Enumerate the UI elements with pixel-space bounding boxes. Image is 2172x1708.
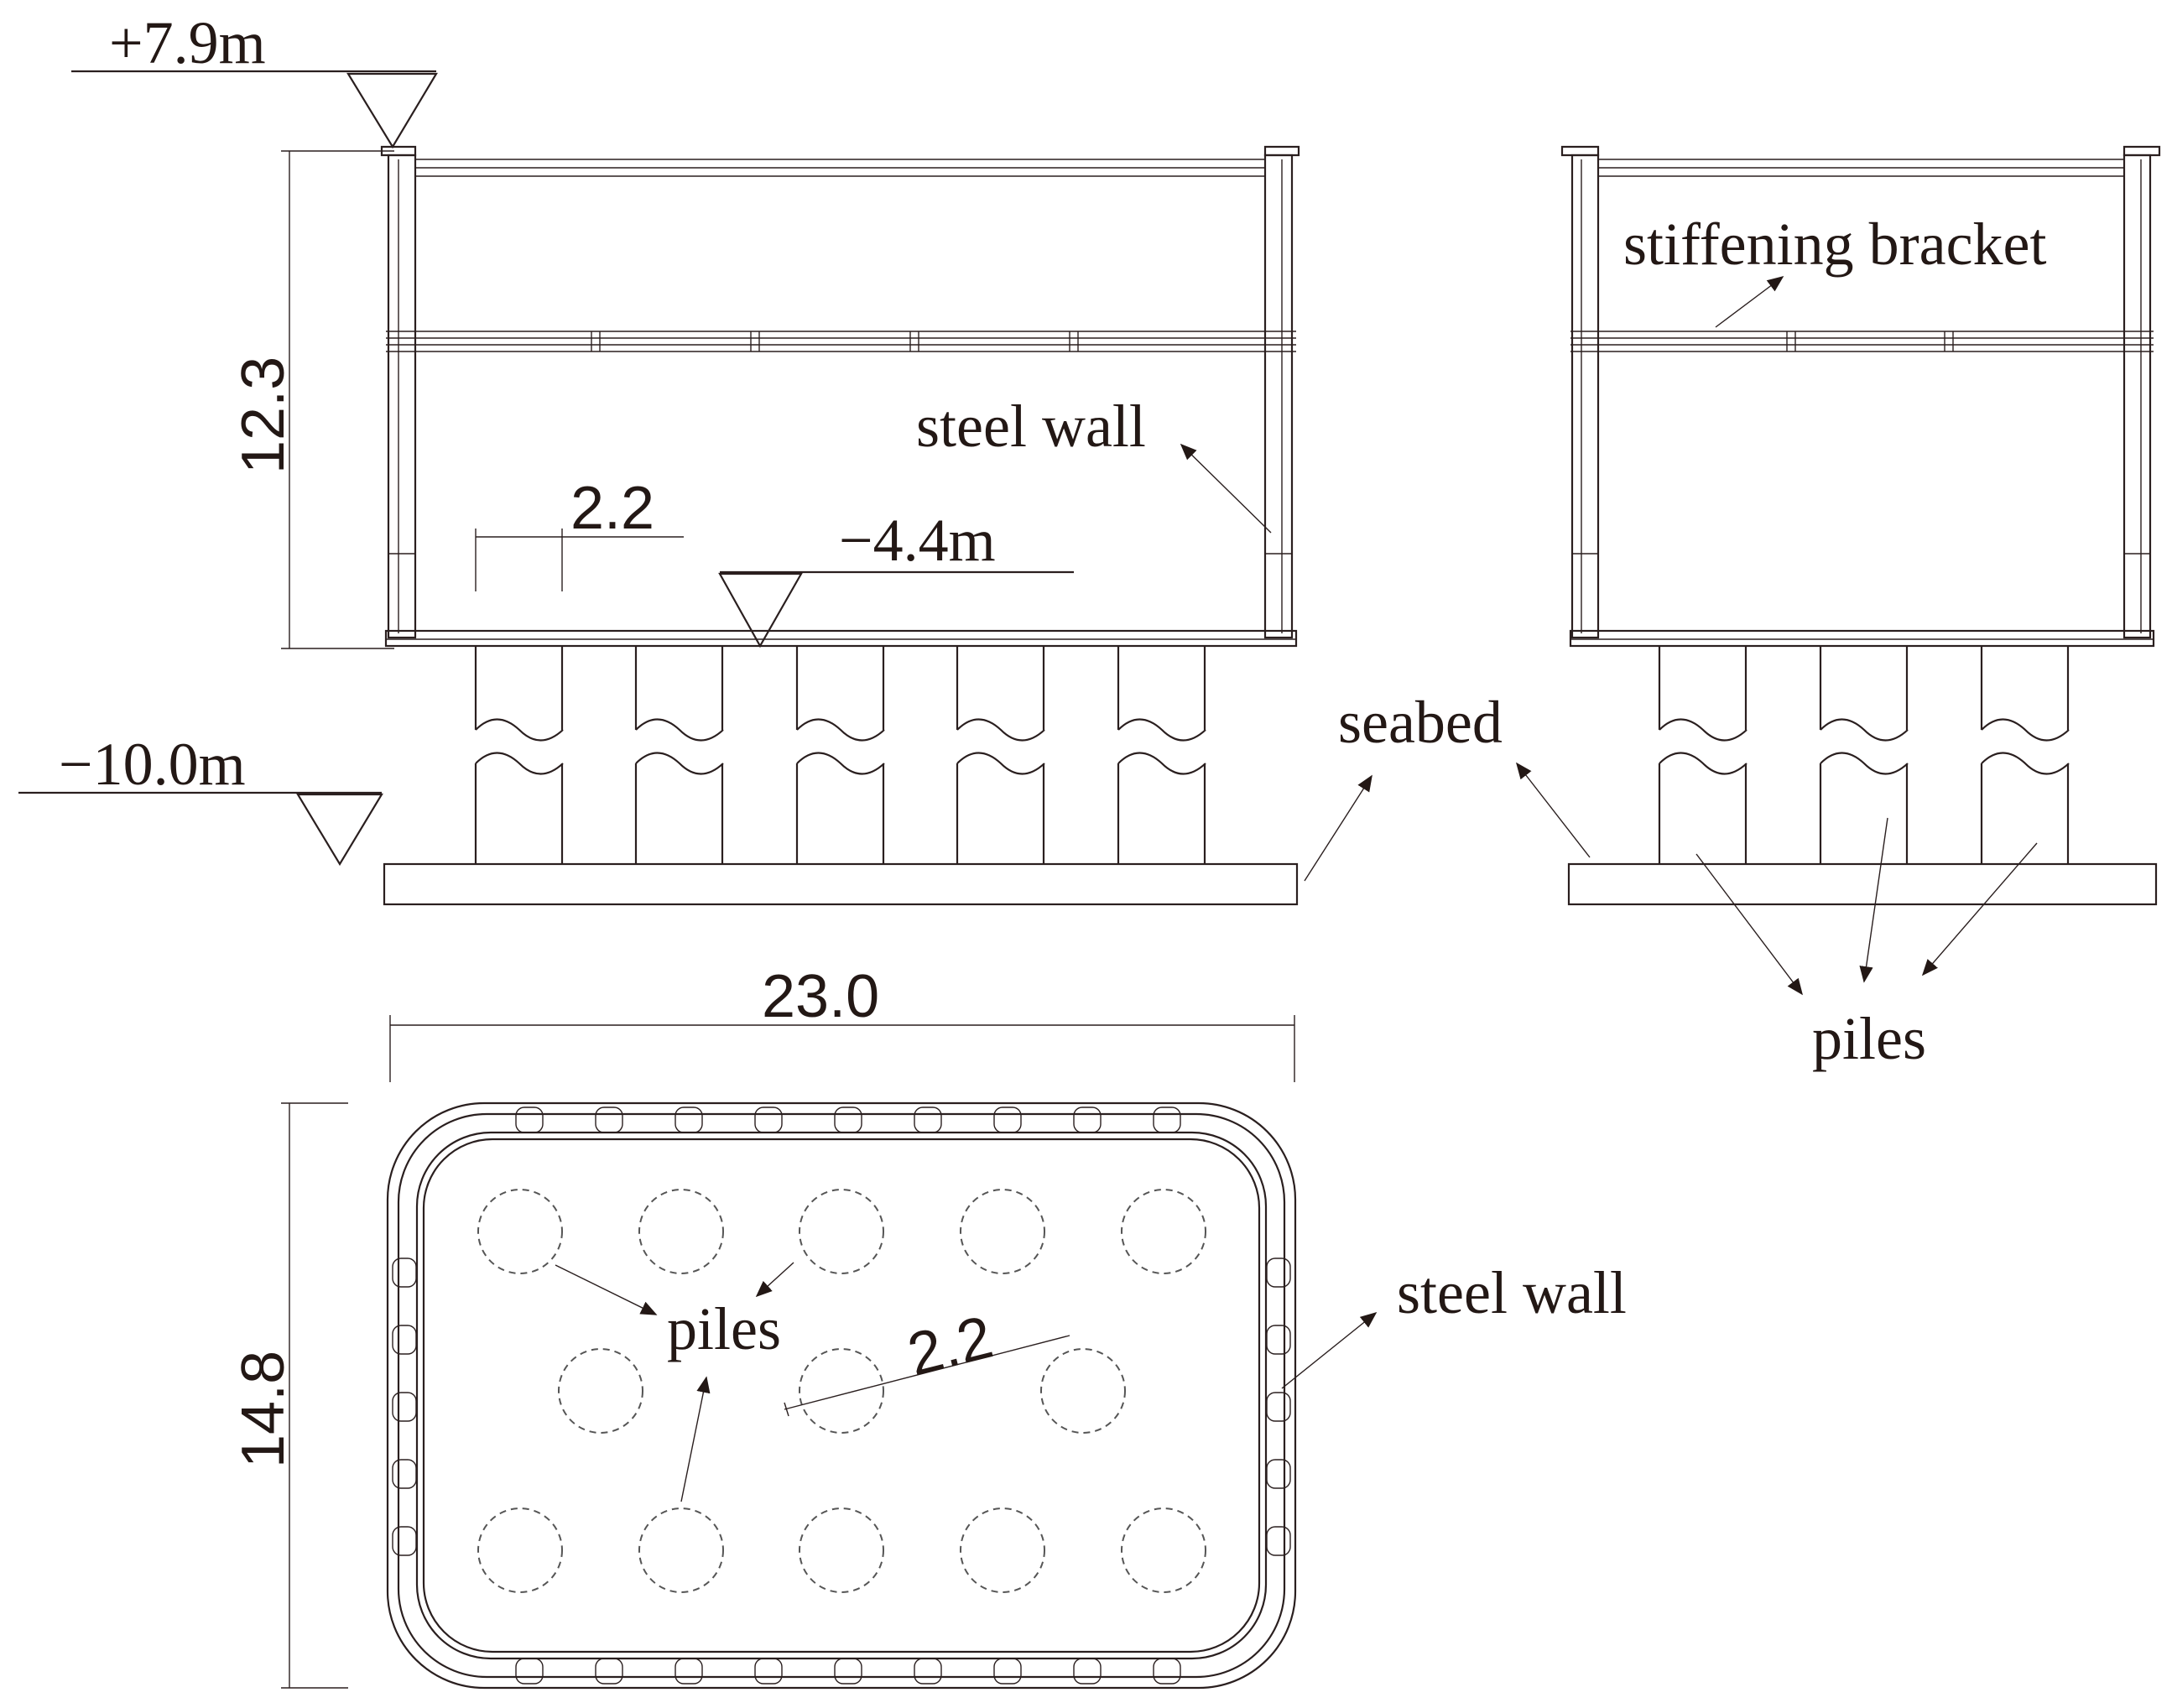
side-view: stiffening bracket piles [1560,145,2161,1072]
seabed-level-label: −10.0m [59,731,246,798]
plan-spacing-label: 2.2 [902,1304,999,1389]
height-dim-label: 12.3 [230,357,297,474]
piles-label-side: piles [1812,1005,1926,1072]
steel-wall-side [1560,145,2161,648]
top-level-marker: +7.9m [71,9,438,149]
width-dim-label: 14.8 [230,1351,297,1468]
piles-label-plan: piles [667,1295,781,1362]
seabed-slab-elevation [383,862,1299,906]
height-dimension: 12.3 [230,150,394,649]
length-dim-label: 23.0 [762,963,879,1030]
seabed-slab-side [1567,862,2158,906]
plan-spacing-dimension: 2.2 [784,1304,1070,1417]
water-level-marker: −4.4m [718,507,1074,648]
piles-plan [477,1189,1206,1593]
elevation-view: +7.9m 12.3 [18,9,1591,906]
top-level-label: +7.9m [109,9,266,76]
steel-wall-elevation [380,145,1300,648]
piles-side [1658,646,2070,864]
piles-elevation [474,646,1206,864]
steel-wall-label-plan: steel wall [1397,1259,1627,1326]
steel-wall-label-elevation: steel wall [916,393,1146,460]
length-dimension: 23.0 [389,963,1295,1082]
steel-wall-plan [386,1101,1297,1690]
plan-view: 23.0 14.8 [230,963,1627,1690]
pile-spacing-dimension: 2.2 [475,475,684,591]
stiffening-bracket-label: stiffening bracket [1623,211,2047,278]
water-level-label: −4.4m [839,507,996,574]
width-dimension: 14.8 [230,1102,348,1689]
pile-spacing-label: 2.2 [570,475,654,542]
seabed-label: seabed [1338,689,1503,756]
seabed-level-marker: −10.0m [18,731,383,867]
